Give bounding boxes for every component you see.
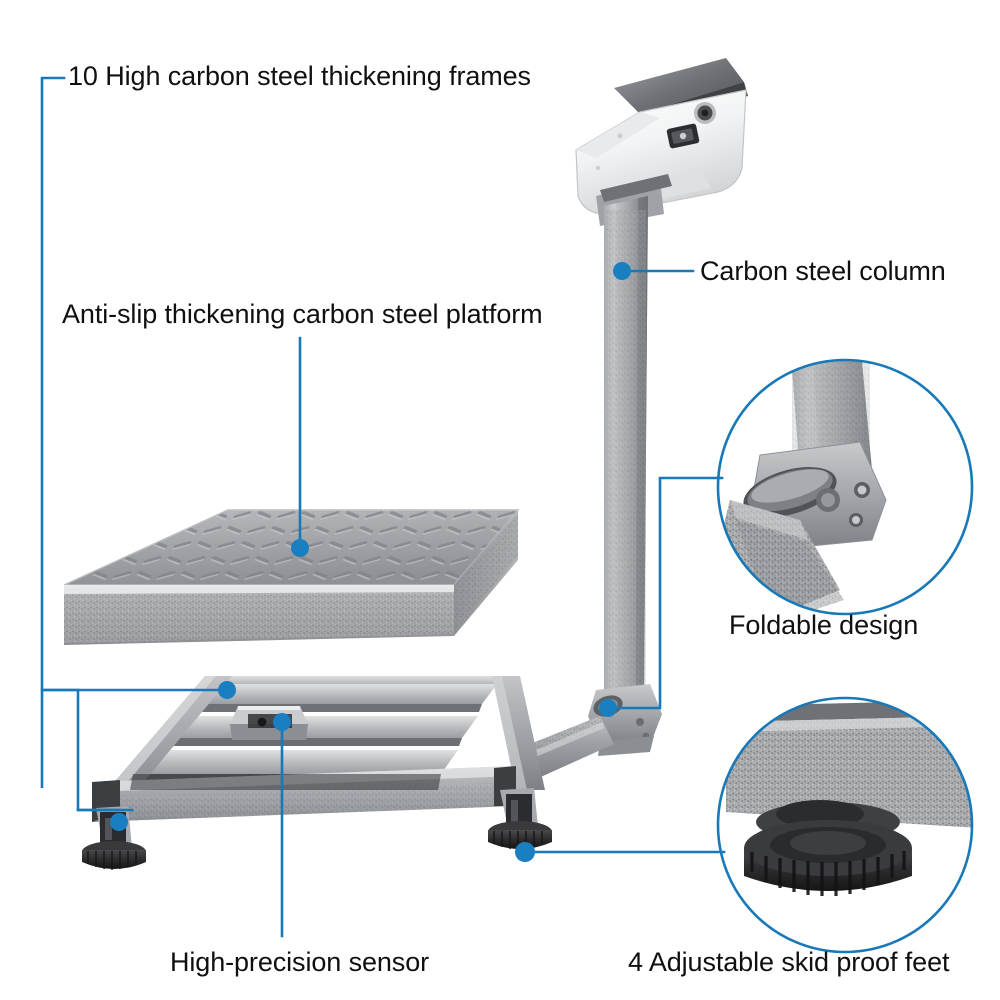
display-head [575, 58, 748, 226]
callout-label-foldable: Foldable design [729, 610, 919, 640]
foldable-detail-view [716, 358, 974, 616]
callout-label-platform: Anti-slip thickening carbon steel platfo… [62, 299, 543, 329]
feet-detail-view [716, 696, 974, 954]
callout-label-column: Carbon steel column [700, 256, 946, 286]
frame-crossbars [130, 684, 497, 782]
callout-line-frames [40, 76, 134, 812]
callout-dot-column [613, 262, 631, 280]
callout-dot-hinge [599, 699, 617, 717]
callout-line-foldable [606, 476, 724, 710]
callout-label-frames: 10 High carbon steel thickening frames [68, 61, 531, 91]
steel-frame-base [92, 676, 545, 822]
callout-dot-foot [515, 842, 535, 862]
callout-label-feet: 4 Adjustable skid proof feet [628, 947, 950, 977]
support-column [604, 196, 648, 708]
power-switch-icon [666, 123, 700, 149]
callout-label-sensor: High-precision sensor [170, 947, 430, 977]
support-arm [520, 716, 614, 780]
callout-dot-sensor [273, 713, 291, 731]
callout-markers [110, 262, 631, 862]
callout-dot-frame-corner [218, 681, 236, 699]
load-cell-block [230, 706, 308, 740]
foldable-detail-ring [716, 358, 974, 616]
callout-dot-frame-foot [110, 813, 128, 831]
checker-plate-platform [63, 509, 520, 645]
connector-port-icon [694, 102, 716, 124]
feet-detail-ring [716, 696, 974, 954]
adjustable-foot [82, 788, 552, 870]
callout-dot-platform [291, 539, 309, 557]
